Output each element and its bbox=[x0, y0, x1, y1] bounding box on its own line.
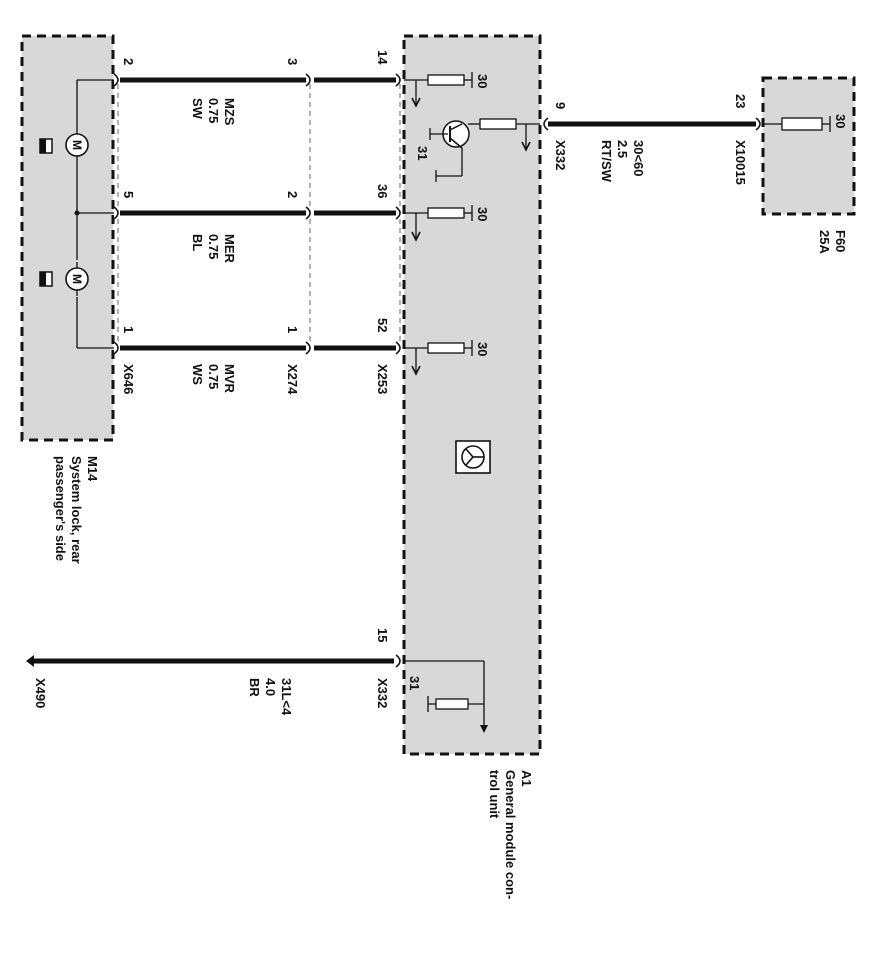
m14-internal-circuit bbox=[74, 79, 114, 349]
wire-signal-label: MER bbox=[222, 234, 237, 264]
pin-number: 52 bbox=[375, 318, 390, 332]
pin-number: 1 bbox=[285, 326, 300, 333]
connector-label: X646 bbox=[121, 364, 136, 394]
lock-state-icon bbox=[39, 138, 53, 154]
connector-label: X332 bbox=[375, 678, 390, 708]
component-id: F60 bbox=[833, 230, 848, 252]
wire-color-label: RT/SW bbox=[599, 140, 614, 183]
pin-number: 23 bbox=[733, 94, 748, 108]
a1-internal-circuit bbox=[404, 72, 540, 733]
pin-number: 2 bbox=[285, 191, 300, 198]
terminal-30-label: 30 bbox=[475, 207, 490, 221]
pin-number: 15 bbox=[375, 628, 390, 642]
pin-number: 9 bbox=[553, 102, 568, 109]
component-desc: passenger's side bbox=[53, 456, 68, 561]
connector-label: X274 bbox=[285, 364, 300, 395]
terminal-30-label: 30 bbox=[475, 342, 490, 356]
connector-pin-icons bbox=[113, 73, 761, 668]
terminal-31-label: 31 bbox=[407, 676, 422, 690]
motor-label: M bbox=[70, 274, 84, 284]
connector-label: X332 bbox=[553, 140, 568, 170]
fuse-icon bbox=[764, 116, 831, 132]
connector-label: X490 bbox=[33, 678, 48, 708]
motor-icon: M bbox=[65, 128, 89, 162]
motor-label: M bbox=[70, 140, 84, 150]
pin-number: 14 bbox=[375, 50, 390, 65]
wire-color-label: WS bbox=[190, 364, 205, 385]
f60-pin-label: 30 bbox=[833, 114, 848, 128]
wire-color-label: SW bbox=[190, 98, 205, 120]
f60-box bbox=[761, 76, 856, 216]
component-desc: General module con- bbox=[503, 770, 518, 899]
wire-31l bbox=[26, 655, 394, 667]
connector-label: X10015 bbox=[733, 140, 748, 185]
pin-number: 5 bbox=[121, 191, 136, 198]
lock-state-icon bbox=[39, 271, 53, 287]
component-id: M14 bbox=[85, 456, 100, 482]
component-desc: System lock, rear bbox=[69, 456, 84, 564]
wire-size-label: 0.75 bbox=[206, 234, 221, 259]
wire-size-label: 0.75 bbox=[206, 98, 221, 123]
m14-box bbox=[20, 34, 115, 442]
wire-color-label: BR bbox=[247, 678, 262, 697]
wire-size-label: 2.5 bbox=[615, 140, 630, 158]
pin-number: 36 bbox=[375, 184, 390, 198]
pin-number: 2 bbox=[121, 58, 136, 65]
terminal-30-label: 30 bbox=[475, 74, 490, 88]
terminal-31-label: 31 bbox=[415, 146, 430, 160]
wire-size-label: 0.75 bbox=[206, 364, 221, 389]
a1-box bbox=[402, 34, 542, 756]
fuse-rating: 25A bbox=[817, 230, 832, 254]
wire-color-label: BL bbox=[190, 234, 205, 251]
wire-signal-label: 30<60 bbox=[631, 140, 646, 177]
motor-icon: M bbox=[65, 262, 89, 296]
wire-size-label: 4.0 bbox=[263, 678, 278, 696]
module-logo-icon bbox=[455, 440, 491, 474]
component-id: A1 bbox=[519, 770, 534, 787]
wire-signal-label: MVR bbox=[222, 364, 237, 394]
wire-signal-label: 31L<4 bbox=[279, 678, 294, 716]
connector-label: X253 bbox=[375, 364, 390, 394]
wire-signal-label: MZS bbox=[222, 98, 237, 126]
pin-number: 3 bbox=[285, 58, 300, 65]
pin-number: 1 bbox=[121, 326, 136, 333]
component-desc: trol unit bbox=[487, 770, 502, 819]
